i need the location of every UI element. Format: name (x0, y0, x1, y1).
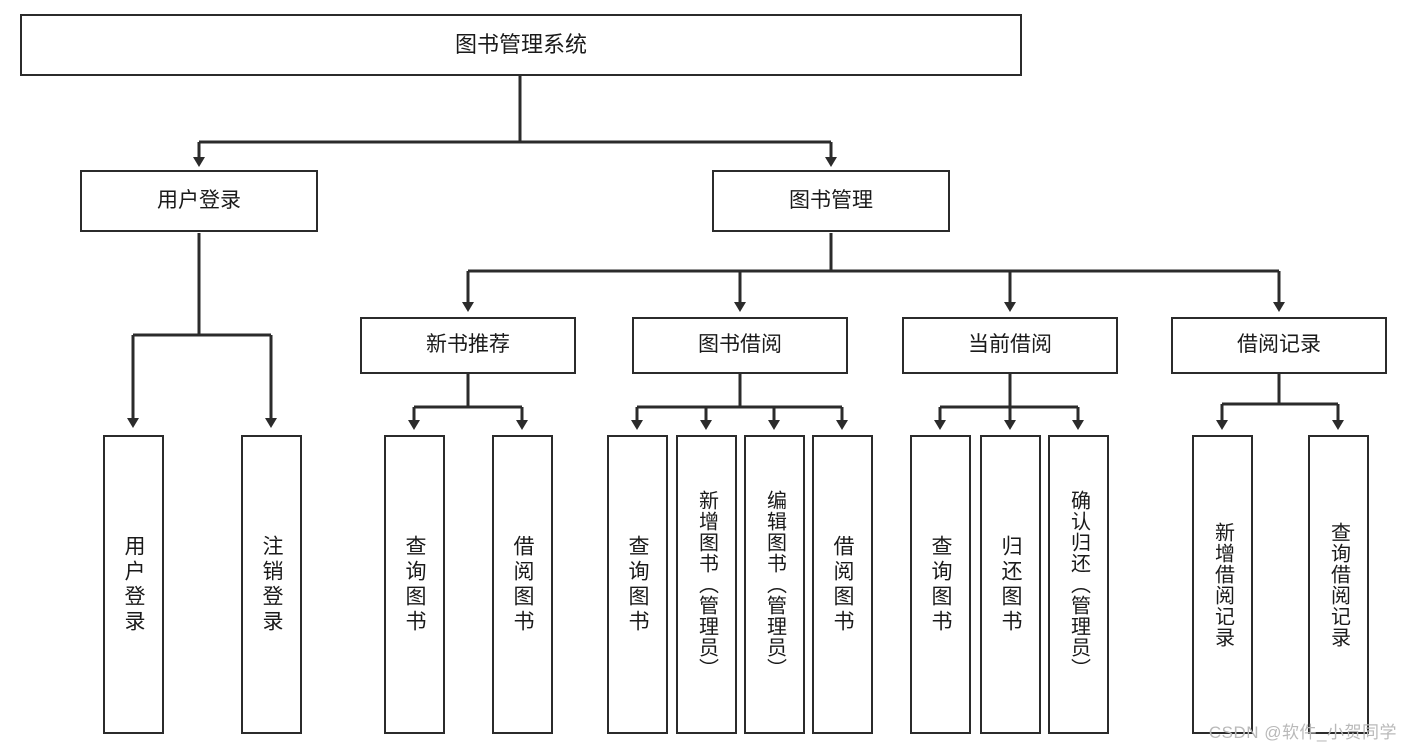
node-leaf-query-book-3-label: 查询图书 (929, 534, 952, 635)
node-leaf-add-book[interactable]: 新增图书（管理员） (676, 435, 737, 734)
node-leaf-borrow-book-2[interactable]: 借阅图书 (812, 435, 873, 734)
node-leaf-edit-book[interactable]: 编辑图书（管理员） (744, 435, 805, 734)
node-new-book-rec-label: 新书推荐 (426, 333, 510, 357)
node-leaf-query-book-2-label: 查询图书 (626, 534, 649, 635)
node-leaf-user-login[interactable]: 用户登录 (103, 435, 164, 734)
node-leaf-edit-book-label: 编辑图书（管理员） (763, 490, 786, 679)
node-leaf-return-book-label: 归还图书 (999, 534, 1022, 635)
node-leaf-return-book[interactable]: 归还图书 (980, 435, 1041, 734)
node-leaf-query-book-3[interactable]: 查询图书 (910, 435, 971, 734)
node-user-login-label: 用户登录 (157, 188, 241, 212)
node-book-borrow[interactable]: 图书借阅 (632, 317, 848, 374)
node-leaf-user-login-label: 用户登录 (122, 534, 145, 635)
node-leaf-user-logout[interactable]: 注销登录 (241, 435, 302, 734)
node-current-borrow-label: 当前借阅 (968, 333, 1052, 357)
node-leaf-query-book-1[interactable]: 查询图书 (384, 435, 445, 734)
node-root-label: 图书管理系统 (454, 32, 587, 58)
node-root[interactable]: 图书管理系统 (20, 14, 1022, 76)
node-leaf-query-record-label: 查询借阅记录 (1327, 521, 1350, 648)
node-book-mgmt[interactable]: 图书管理 (712, 170, 950, 232)
node-borrow-record-label: 借阅记录 (1237, 333, 1321, 357)
node-current-borrow[interactable]: 当前借阅 (902, 317, 1118, 374)
node-leaf-query-book-2[interactable]: 查询图书 (607, 435, 668, 734)
node-leaf-query-record[interactable]: 查询借阅记录 (1308, 435, 1369, 734)
node-leaf-add-book-label: 新增图书（管理员） (695, 490, 718, 679)
node-book-mgmt-label: 图书管理 (789, 188, 873, 212)
node-leaf-add-record[interactable]: 新增借阅记录 (1192, 435, 1253, 734)
node-borrow-record[interactable]: 借阅记录 (1171, 317, 1387, 374)
node-leaf-user-logout-label: 注销登录 (260, 534, 283, 635)
node-user-login[interactable]: 用户登录 (80, 170, 318, 232)
node-leaf-confirm-return-label: 确认归还（管理员） (1067, 490, 1090, 679)
node-new-book-rec[interactable]: 新书推荐 (360, 317, 576, 374)
node-leaf-add-record-label: 新增借阅记录 (1211, 521, 1234, 648)
csdn-watermark: CSDN @软件_小贺同学 (1208, 723, 1397, 742)
node-leaf-borrow-book-1[interactable]: 借阅图书 (492, 435, 553, 734)
node-leaf-borrow-book-2-label: 借阅图书 (831, 534, 854, 635)
node-book-borrow-label: 图书借阅 (698, 333, 782, 357)
node-leaf-query-book-1-label: 查询图书 (403, 534, 426, 635)
node-leaf-confirm-return[interactable]: 确认归还（管理员） (1048, 435, 1109, 734)
node-leaf-borrow-book-1-label: 借阅图书 (511, 534, 534, 635)
